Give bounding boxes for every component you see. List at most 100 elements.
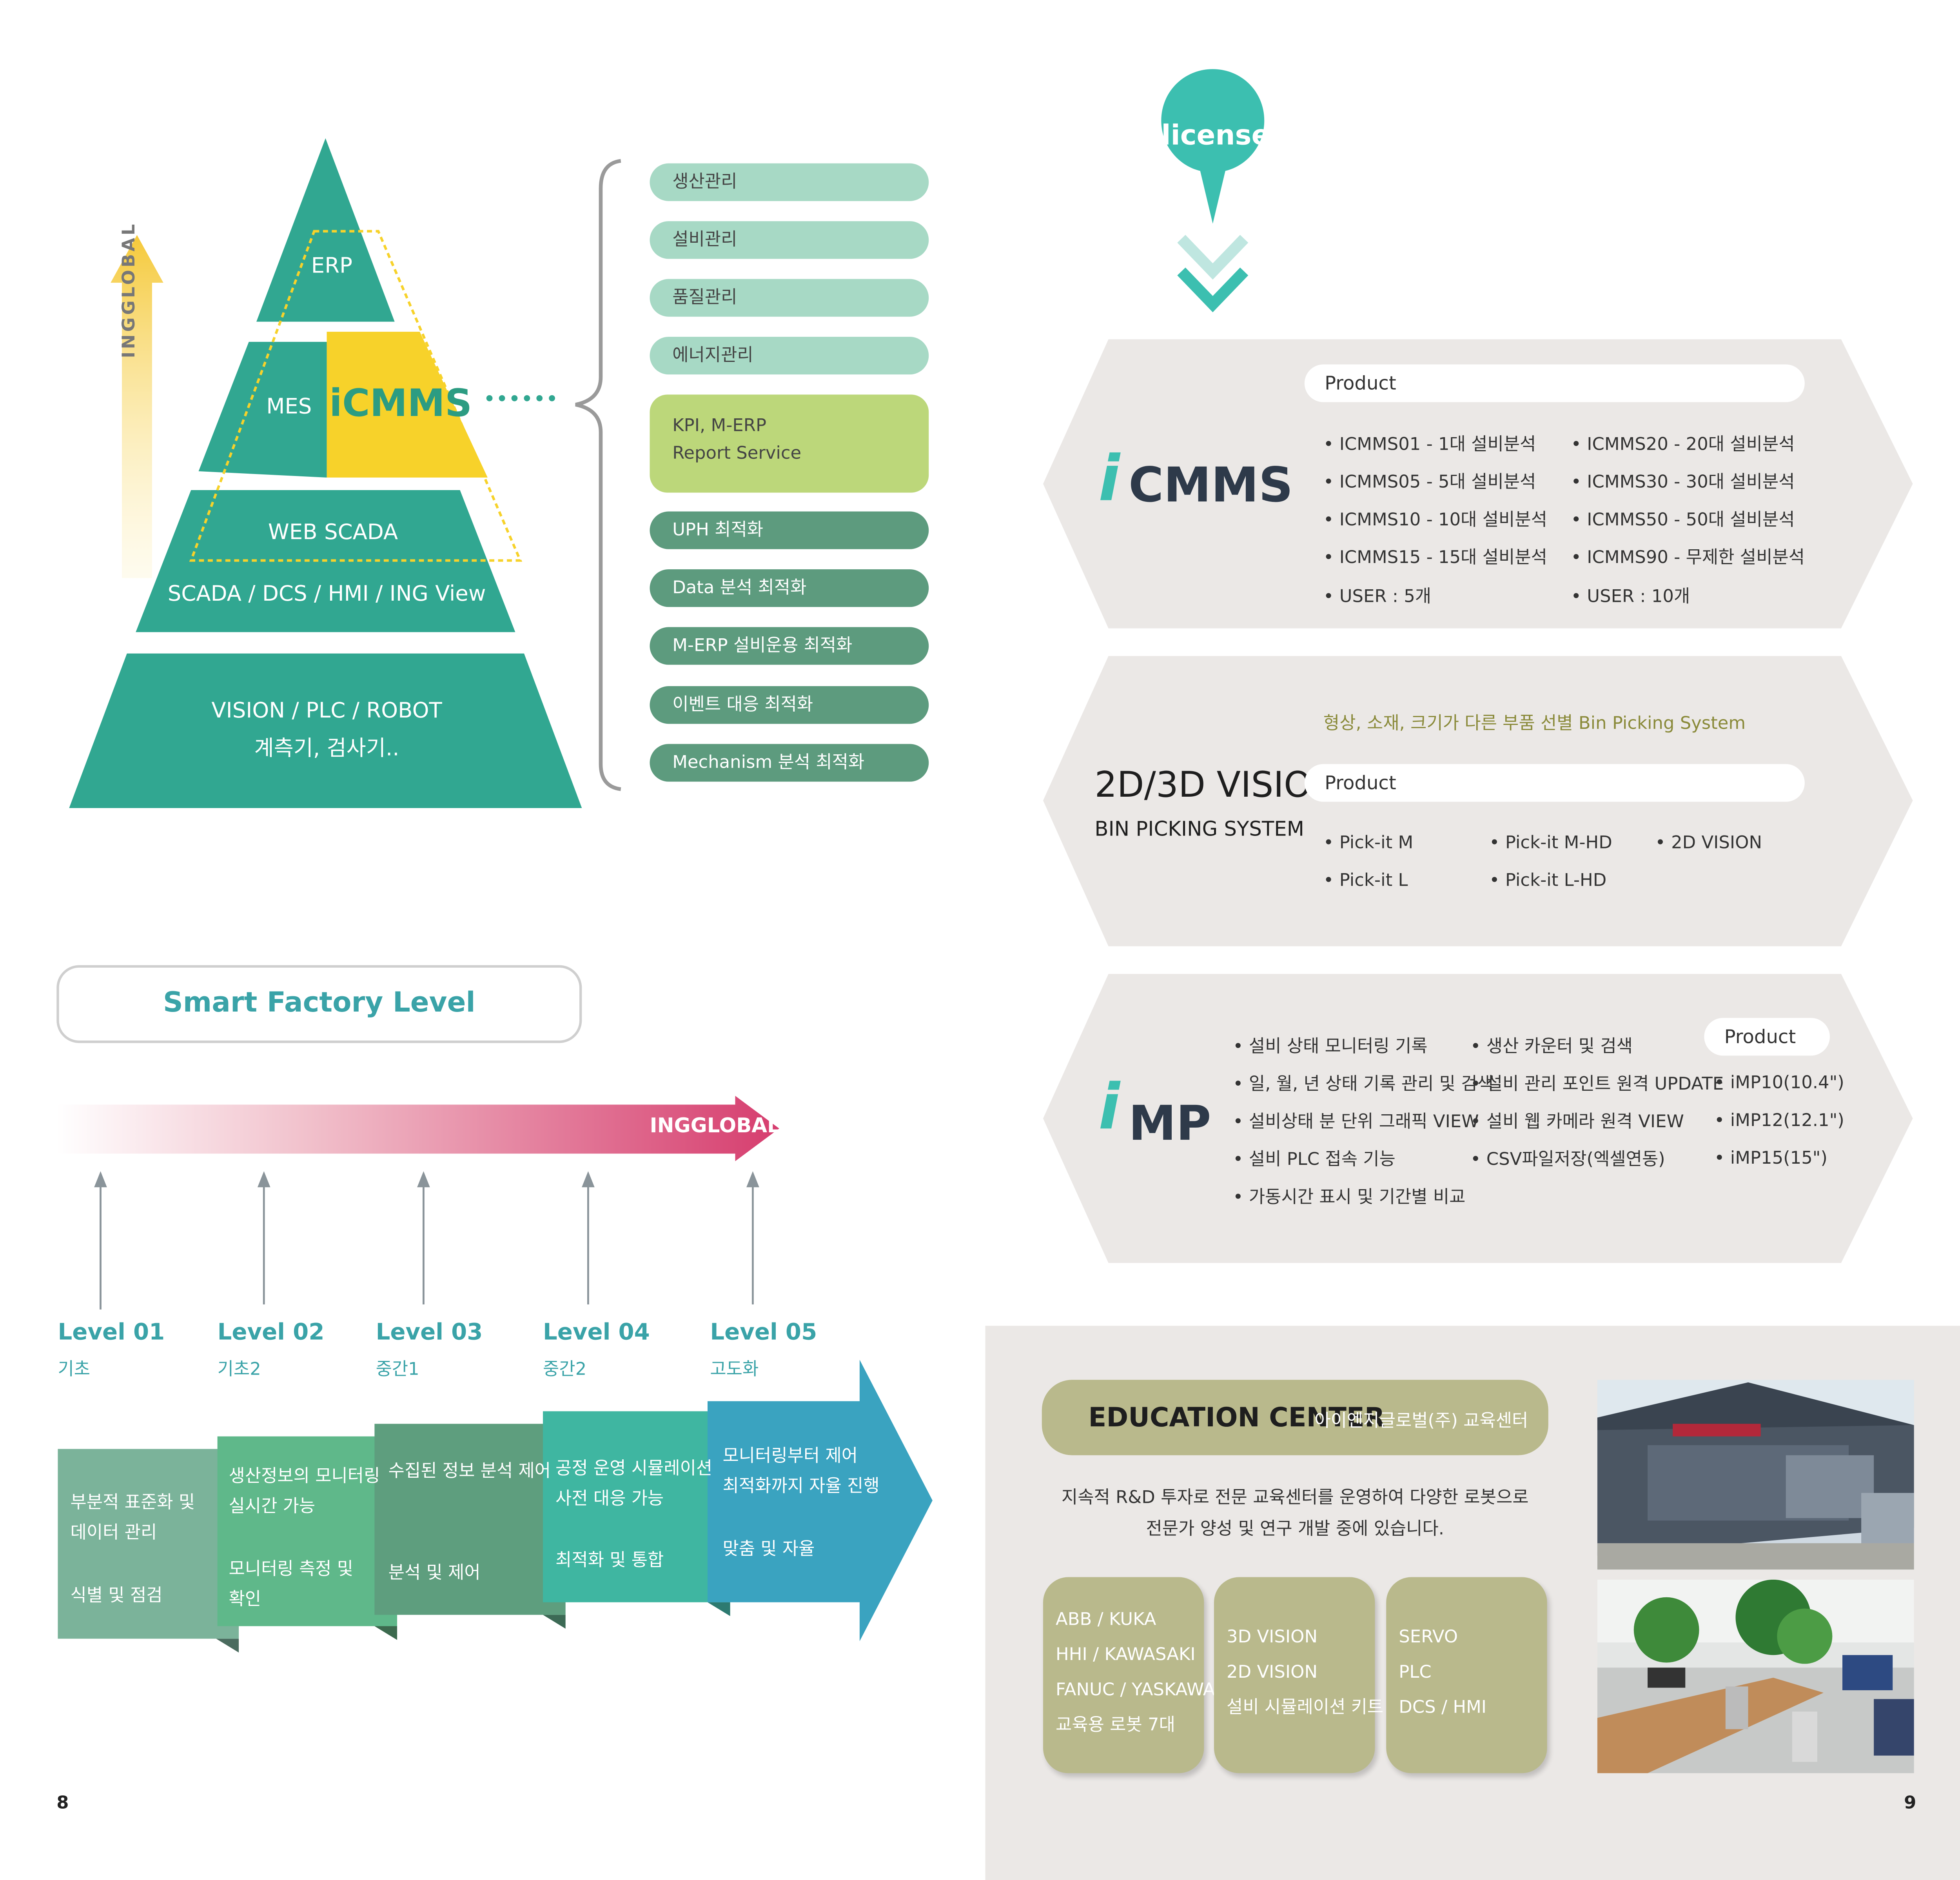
imp-feature: • 설비 상태 모니터링 기록 <box>1233 1037 1428 1057</box>
icmms-item: • ICMMS05 - 5대 설비분석 <box>1323 472 1536 493</box>
step-text: 사전 대응 가능 <box>555 1489 664 1509</box>
brace <box>575 159 621 791</box>
step-box-2 <box>217 1436 397 1626</box>
education-desc-1: 지속적 R&D 투자로 전문 교육센터를 운영하여 다양한 로봇으로 <box>1061 1488 1529 1508</box>
vision-item: • Pick-it M <box>1323 833 1414 854</box>
page-number-right: 9 <box>1904 1793 1916 1814</box>
pyramid-mes <box>198 341 327 478</box>
step-text: 생산정보의 모니터링 <box>229 1466 380 1487</box>
smart-factory-title-box: Smart Factory Level <box>56 965 582 1043</box>
step-box-3 <box>374 1424 566 1615</box>
license-pin <box>1161 69 1265 224</box>
step-text: 모니터링부터 제어 <box>722 1446 858 1467</box>
hex-icmms <box>1043 339 1913 628</box>
pyramid-base <box>69 653 582 808</box>
feature-pill: Mechanism 분석 최적화 <box>650 744 929 782</box>
vision-title: 2D/3D VISION <box>1094 764 1338 806</box>
imp-feature: • 가동시간 표시 및 기간별 비교 <box>1233 1187 1466 1208</box>
step-text: 모니터링 측정 및 <box>229 1559 354 1580</box>
edu-line: PLC <box>1399 1662 1432 1683</box>
progress-arrow <box>56 1095 779 1161</box>
icmms-item: • ICMMS30 - 30대 설비분석 <box>1571 472 1795 493</box>
level-name: Level 01 <box>58 1319 165 1346</box>
icmms-logo-text: CMMS <box>1128 457 1293 513</box>
education-box-control: SERVO PLC DCS / HMI <box>1386 1577 1547 1773</box>
education-title-pill: EDUCATION CENTER 아이엔지글로벌(주) 교육센터 <box>1042 1380 1548 1455</box>
level-sub: 고도화 <box>710 1360 759 1380</box>
education-subtitle: 아이엔지글로벌(주) 교육센터 <box>1314 1411 1528 1431</box>
connector-dots: •••••• <box>484 389 559 410</box>
icmms-item: • ICMMS10 - 10대 설비분석 <box>1323 510 1547 530</box>
base-label-1: VISION / PLC / ROBOT <box>211 699 442 724</box>
step-text: 최적화 및 통합 <box>555 1551 664 1571</box>
imp-product-bar: Product <box>1704 1018 1830 1056</box>
feature-pill: 품질관리 <box>650 279 929 317</box>
step-text: 실시간 가능 <box>229 1497 316 1517</box>
vision-product-bar: Product <box>1304 764 1805 802</box>
imp-logo-text: MP <box>1128 1095 1211 1151</box>
imp-feature: • CSV파일저장(엑셀연동) <box>1470 1150 1665 1170</box>
step-text: 확인 <box>229 1589 261 1610</box>
base-label-2: 계측기, 검사기.. <box>254 736 399 762</box>
step-text: 최적화까지 자율 진행 <box>722 1477 880 1497</box>
icmms-item: • ICMMS01 - 1대 설비분석 <box>1323 434 1536 455</box>
vision-item: • Pick-it L-HD <box>1489 871 1607 891</box>
page-number-left: 8 <box>56 1793 69 1814</box>
step-text: 식별 및 점검 <box>70 1586 163 1606</box>
mes-label: MES <box>266 394 312 420</box>
level-sub: 기초 <box>58 1360 91 1380</box>
step-text: 맞춤 및 자율 <box>722 1539 815 1560</box>
feature-pill: 에너지관리 <box>650 336 929 375</box>
vision-item: • Pick-it L <box>1323 871 1408 891</box>
smart-factory-title: Smart Factory Level <box>163 988 475 1019</box>
imp-product: • iMP10(10.4") <box>1714 1073 1844 1093</box>
imp-feature: • 설비 관리 포인트 원격 UPDATE <box>1470 1074 1724 1095</box>
edu-line: DCS / HMI <box>1399 1698 1487 1718</box>
step-box-1 <box>58 1449 239 1639</box>
imp-feature: • 일, 월, 년 상태 기록 관리 및 검색 <box>1233 1074 1494 1095</box>
feature-pill: Data 분석 최적화 <box>650 569 929 607</box>
step-shadow <box>543 1615 566 1629</box>
vision-tagline: 형상, 소재, 크기가 다른 부품 선별 Bin Picking System <box>1323 714 1746 734</box>
edu-line: 2D VISION <box>1227 1662 1318 1683</box>
imp-logo-i: i <box>1098 1070 1120 1144</box>
imp-feature: • 설비 PLC 접속 기능 <box>1233 1150 1396 1170</box>
hex-imp <box>1043 974 1913 1263</box>
icmms-item: • USER : 10개 <box>1571 587 1690 607</box>
progress-arrow-label: INGGLOBAL <box>650 1113 780 1137</box>
pyramid-diagram <box>69 138 621 808</box>
license-badge: license <box>1161 120 1270 152</box>
icmms-item: • ICMMS15 - 15대 설비분석 <box>1323 548 1547 568</box>
education-desc-2: 전문가 양성 및 연구 개발 중에 있습니다. <box>1146 1519 1445 1540</box>
side-arrow-label: INGGLOBAL <box>119 222 140 358</box>
imp-product: • iMP12(12.1") <box>1714 1111 1844 1131</box>
icmms-item: • ICMMS50 - 50대 설비분석 <box>1571 510 1795 530</box>
edu-line: FANUC / YASKAWA <box>1056 1680 1215 1700</box>
feature-pill: UPH 최적화 <box>650 511 929 549</box>
feature-pill: 이벤트 대응 최적화 <box>650 686 929 724</box>
step-text: 분석 및 제어 <box>388 1563 481 1584</box>
level-name: Level 03 <box>376 1319 483 1346</box>
icmms-product-bar: Product <box>1304 364 1805 402</box>
building-photo <box>1597 1380 1914 1570</box>
icmms-scope-outline <box>189 230 523 562</box>
level-name: Level 04 <box>543 1319 650 1346</box>
step-shadow <box>374 1626 397 1640</box>
education-title: EDUCATION CENTER <box>1088 1402 1385 1433</box>
edu-line: 3D VISION <box>1227 1627 1318 1648</box>
chevron-dark-icon <box>1177 267 1249 312</box>
step-text: 부분적 표준화 및 <box>70 1493 195 1513</box>
level-name: Level 05 <box>710 1319 817 1346</box>
edu-line: 설비 시뮬레이션 키트 <box>1227 1698 1384 1718</box>
step-text: 데이터 관리 <box>70 1523 157 1543</box>
education-box-vision: 3D VISION 2D VISION 설비 시뮬레이션 키트 <box>1214 1577 1383 1773</box>
vision-subtitle: BIN PICKING SYSTEM <box>1094 817 1304 841</box>
icmms-item: • USER : 5개 <box>1323 587 1432 607</box>
classroom-photo <box>1597 1579 1914 1773</box>
feature-pill: 생산관리 <box>650 163 929 201</box>
level-name: Level 02 <box>217 1319 325 1346</box>
imp-feature: • 설비상태 분 단위 그래픽 VIEW <box>1233 1112 1479 1132</box>
smart-factory-diagram <box>56 1095 933 1653</box>
vision-item: • 2D VISION <box>1655 833 1762 854</box>
step-box-4 <box>543 1411 730 1602</box>
